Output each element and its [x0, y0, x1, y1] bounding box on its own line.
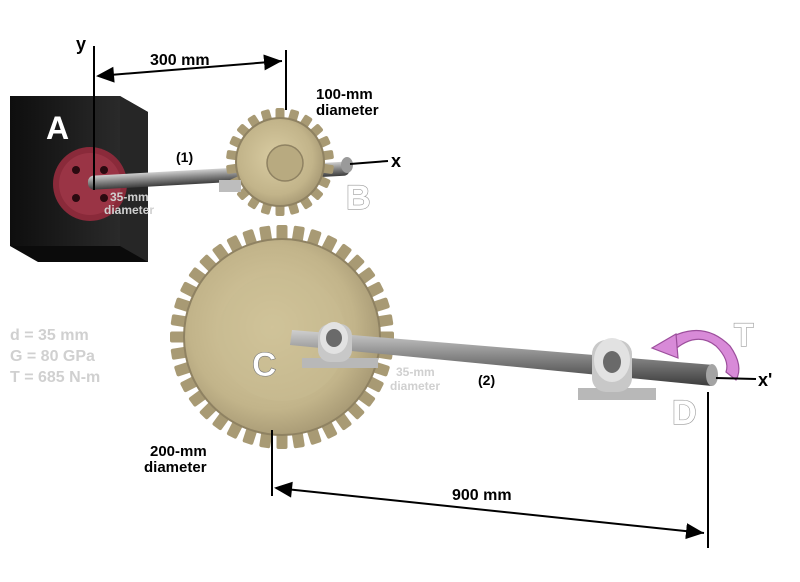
bearing-c: [302, 322, 378, 368]
gear-c: [170, 225, 394, 449]
dim-900-line: [274, 481, 705, 540]
shaft-1-diameter-line2: diameter: [104, 203, 154, 217]
axis-lines: [93, 46, 757, 380]
given-t: T = 685 N-m: [10, 369, 100, 386]
bearing-d: [578, 338, 656, 400]
dimension-lines: [96, 50, 709, 548]
label-b: B: [346, 179, 371, 217]
label-t: T: [734, 317, 754, 353]
shaft-2-label: (2): [478, 372, 495, 388]
label-d: D: [672, 394, 697, 432]
torque-arrow: [650, 329, 740, 381]
given-g: G = 80 GPa: [10, 348, 95, 365]
gear-b-diameter-line1: 100-mm: [316, 86, 373, 103]
gear-c-diameter-line2: diameter: [144, 459, 207, 476]
gear-b-diameter-line2: diameter: [316, 102, 379, 119]
label-a: A: [46, 110, 69, 146]
given-d: d = 35 mm: [10, 327, 89, 344]
gear-b: [219, 108, 334, 216]
x-prime-axis-line: [715, 377, 757, 380]
shaft-2-diameter-line2: diameter: [390, 379, 440, 393]
shaft-2-diameter-line1: 35-mm: [396, 365, 435, 379]
dim-300-line: [96, 54, 283, 83]
y-axis-label: y: [76, 34, 86, 54]
x-axis-label: x: [391, 151, 401, 171]
x-axis-line: [349, 160, 389, 165]
shaft-1-label: (1): [176, 149, 193, 165]
label-c: C: [252, 346, 277, 384]
gear-c-diameter-line1: 200-mm: [150, 443, 207, 460]
dim-300-label: 300 mm: [150, 52, 210, 69]
x-prime-axis-label: x': [758, 370, 772, 390]
support-block-a: [10, 96, 148, 262]
dim-900-label: 900 mm: [452, 487, 512, 504]
shaft-1-diameter-line1: 35-mm: [110, 190, 149, 204]
